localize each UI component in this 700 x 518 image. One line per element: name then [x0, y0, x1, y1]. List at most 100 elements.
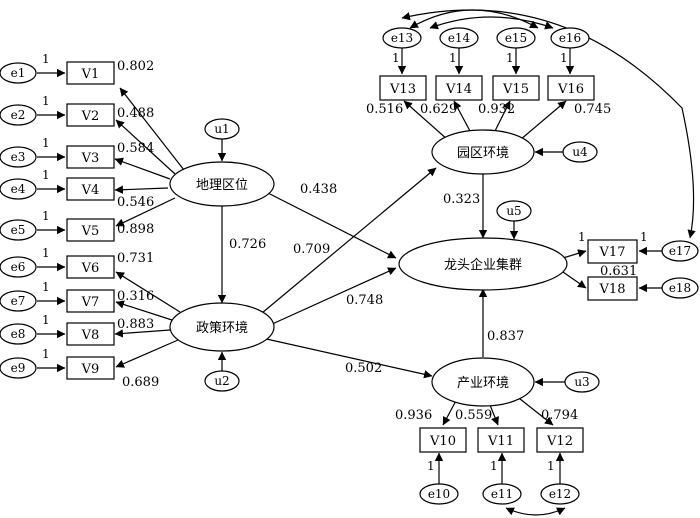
box-v17[interactable]: [587, 239, 638, 264]
loading-v8: 0.883: [117, 317, 154, 332]
box-v11[interactable]: [477, 427, 525, 453]
disturbance-u4-label: u4: [572, 145, 588, 159]
error-e11-label: e11: [491, 487, 513, 501]
error-e14[interactable]: [439, 27, 479, 49]
box-v18[interactable]: [587, 276, 638, 301]
one-e3: 1: [42, 136, 50, 150]
path-longtou-v17: [562, 249, 587, 259]
path-coef-zhengce-chanye: 0.502: [345, 361, 382, 376]
box-v18-label: V18: [599, 282, 626, 297]
path-zhengce-chanye: [261, 337, 433, 379]
error-e4[interactable]: [0, 178, 37, 200]
box-v3[interactable]: [66, 145, 115, 169]
error-e12-label: e12: [549, 487, 571, 501]
error-e7-label: e7: [11, 294, 26, 308]
latent-variables: 地理区位 政策环境 园区环境 产业环境 龙头企业集群: [169, 129, 568, 407]
box-v17-label: V17: [599, 245, 626, 260]
error-e10-label: e10: [428, 487, 450, 501]
disturbance-u5[interactable]: [496, 200, 532, 222]
latent-yuanqu[interactable]: [431, 129, 535, 175]
error-e16[interactable]: [550, 27, 590, 49]
disturbance-u3[interactable]: [564, 371, 600, 393]
latent-longtou[interactable]: [398, 237, 568, 291]
error-e2[interactable]: [0, 104, 37, 126]
path-dili-v3: [114, 157, 171, 180]
box-v8[interactable]: [66, 322, 115, 346]
error-e18[interactable]: [661, 277, 699, 299]
latent-zhengce-label: 政策环境: [196, 320, 248, 336]
box-v15-label: V15: [502, 82, 529, 97]
error-e15[interactable]: [496, 27, 536, 49]
loading-v11: 0.559: [455, 408, 492, 423]
error-e9[interactable]: [0, 357, 37, 379]
box-v13[interactable]: [379, 75, 427, 101]
box-v10[interactable]: [419, 427, 467, 453]
loading-v10: 0.936: [395, 408, 432, 423]
fixed-parameter-labels: 1 1 1 1 1 1 1 1 1 1 1 1 1 1 1 1 1 1: [42, 51, 648, 473]
loading-v13: 0.516: [366, 102, 403, 117]
one-e10: 1: [427, 459, 435, 473]
box-v6[interactable]: [66, 255, 115, 279]
box-v3-label: V3: [81, 151, 100, 166]
box-v7-label: V7: [81, 295, 100, 310]
box-v1-label: V1: [81, 67, 100, 82]
error-e12[interactable]: [540, 483, 580, 505]
edges: [37, 9, 696, 516]
loading-v3: 0.584: [117, 141, 154, 156]
latent-zhengce[interactable]: [169, 302, 275, 352]
loading-v14: 0.629: [420, 102, 457, 117]
error-e3[interactable]: [0, 146, 37, 168]
box-v10-label: V10: [429, 434, 456, 449]
disturbance-u1-label: u1: [214, 122, 229, 136]
box-v14[interactable]: [435, 75, 483, 101]
path-zhengce-longtou: [269, 267, 397, 326]
error-e17[interactable]: [661, 240, 699, 262]
box-v2[interactable]: [66, 103, 115, 127]
covariance-e13-e17: [401, 9, 696, 239]
latent-chanye[interactable]: [431, 357, 535, 407]
box-v4[interactable]: [66, 177, 115, 201]
error-e5[interactable]: [0, 219, 37, 241]
disturbance-u2[interactable]: [204, 370, 240, 392]
path-coef-dili-longtou: 0.438: [300, 182, 337, 197]
disturbance-u1[interactable]: [204, 118, 240, 140]
error-e6[interactable]: [0, 256, 37, 278]
coefficients: 0.802 0.488 0.584 0.546 0.898 0.731 0.31…: [117, 59, 637, 423]
error-e13[interactable]: [382, 27, 422, 49]
observed-variables: V1 V2 V3 V4 V5 V6 V7 V8 V9 V13 V14 V15 V…: [66, 61, 638, 453]
one-e12: 1: [547, 459, 555, 473]
disturbance-u4[interactable]: [562, 141, 598, 163]
error-e4-label: e4: [11, 182, 26, 196]
one-e9: 1: [42, 347, 50, 361]
loading-v2: 0.488: [117, 106, 154, 121]
box-v16[interactable]: [547, 75, 595, 101]
error-e10[interactable]: [419, 483, 459, 505]
loading-v6: 0.731: [117, 251, 154, 266]
path-zhengce-v9: [115, 339, 179, 368]
path-dili-v4: [114, 185, 169, 194]
box-v5[interactable]: [66, 218, 115, 242]
error-e8[interactable]: [0, 323, 37, 345]
one-e7: 1: [42, 280, 50, 294]
box-v15[interactable]: [492, 75, 540, 101]
loading-v9: 0.689: [122, 375, 159, 390]
error-terms: e1 e2 e3 e4 e5 e6 e7 e8 e9 e13 e14 e15 e…: [0, 27, 699, 505]
error-e14-label: e14: [448, 31, 471, 45]
error-e15-label: e15: [505, 31, 527, 45]
error-e7[interactable]: [0, 290, 37, 312]
box-v12[interactable]: [536, 427, 584, 453]
error-e18-label: e18: [669, 281, 691, 295]
one-v17: 1: [578, 230, 586, 244]
box-v7[interactable]: [66, 289, 115, 313]
one-e15: 1: [506, 51, 514, 65]
error-e13-label: e13: [391, 31, 413, 45]
box-v1[interactable]: [66, 61, 115, 85]
path-dili-longtou: [265, 191, 397, 259]
latent-dili[interactable]: [169, 161, 275, 207]
error-e11[interactable]: [482, 483, 522, 505]
error-e1[interactable]: [0, 62, 37, 84]
box-v9[interactable]: [66, 356, 115, 380]
loading-v16: 0.745: [574, 102, 611, 117]
